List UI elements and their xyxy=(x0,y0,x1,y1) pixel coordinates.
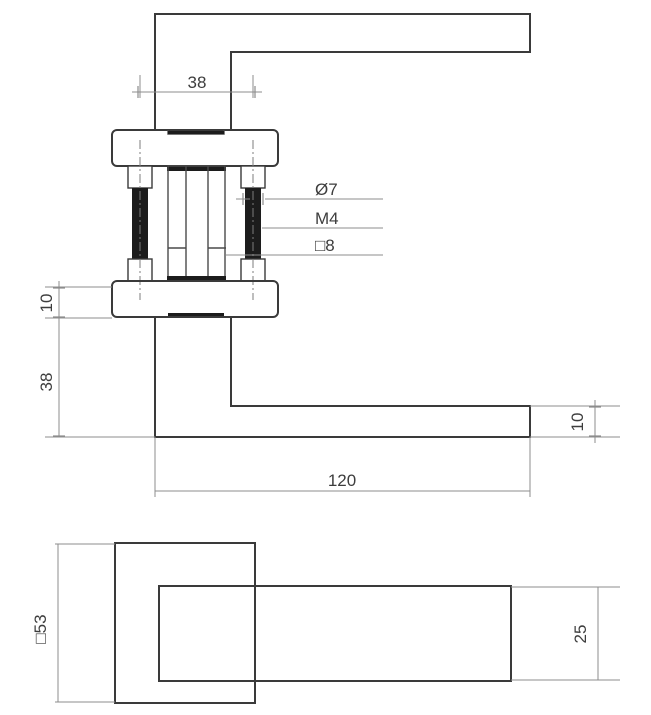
dim-53-text: □53 xyxy=(31,614,50,643)
plan-square-rosette xyxy=(114,542,256,704)
dim-10-rosette: 10 xyxy=(37,281,112,324)
spindle-top-shoulder xyxy=(167,166,226,171)
dim-10-lever-thickness: 10 xyxy=(530,400,620,443)
dim-120-length: 120 xyxy=(154,437,531,497)
lower-lever-outline xyxy=(154,316,531,438)
callout-d7-text: Ø7 xyxy=(315,180,338,199)
lower-lever-arm xyxy=(154,316,531,438)
top-plan-view: □53 25 xyxy=(31,542,620,704)
square-spindle xyxy=(167,165,226,282)
dim-38h-text: 38 xyxy=(188,73,207,92)
dim-38v-text: 38 xyxy=(37,373,56,392)
side-elevation-view: 38 Ø7 M4 □8 xyxy=(37,13,620,497)
screw-right xyxy=(240,140,266,300)
upper-rosette-seat xyxy=(168,131,224,134)
dim-10r-text: 10 xyxy=(37,294,56,313)
callout-m4-text: M4 xyxy=(315,209,339,228)
dim-53-square: □53 xyxy=(31,543,115,703)
spindle-bottom-shoulder xyxy=(167,276,226,281)
callout-thread-m4: M4 xyxy=(262,209,383,229)
callout-square-8: □8 xyxy=(226,236,383,256)
plan-lever-bar xyxy=(158,585,512,682)
dim-38-horizontal: 38 xyxy=(132,73,262,98)
callout-sq8-text: □8 xyxy=(315,236,335,255)
dim-38-vertical: 38 xyxy=(37,318,155,438)
dim-25-width: 25 xyxy=(511,586,620,681)
dim-25-text: 25 xyxy=(571,625,590,644)
screw-left xyxy=(127,140,153,300)
callout-diameter-7: Ø7 xyxy=(236,180,383,205)
spindle-body xyxy=(167,165,226,282)
dim-120-text: 120 xyxy=(328,471,356,490)
dim-10t-text: 10 xyxy=(568,413,587,432)
upper-lever-arm xyxy=(154,13,531,131)
upper-lever-outline xyxy=(154,13,531,131)
